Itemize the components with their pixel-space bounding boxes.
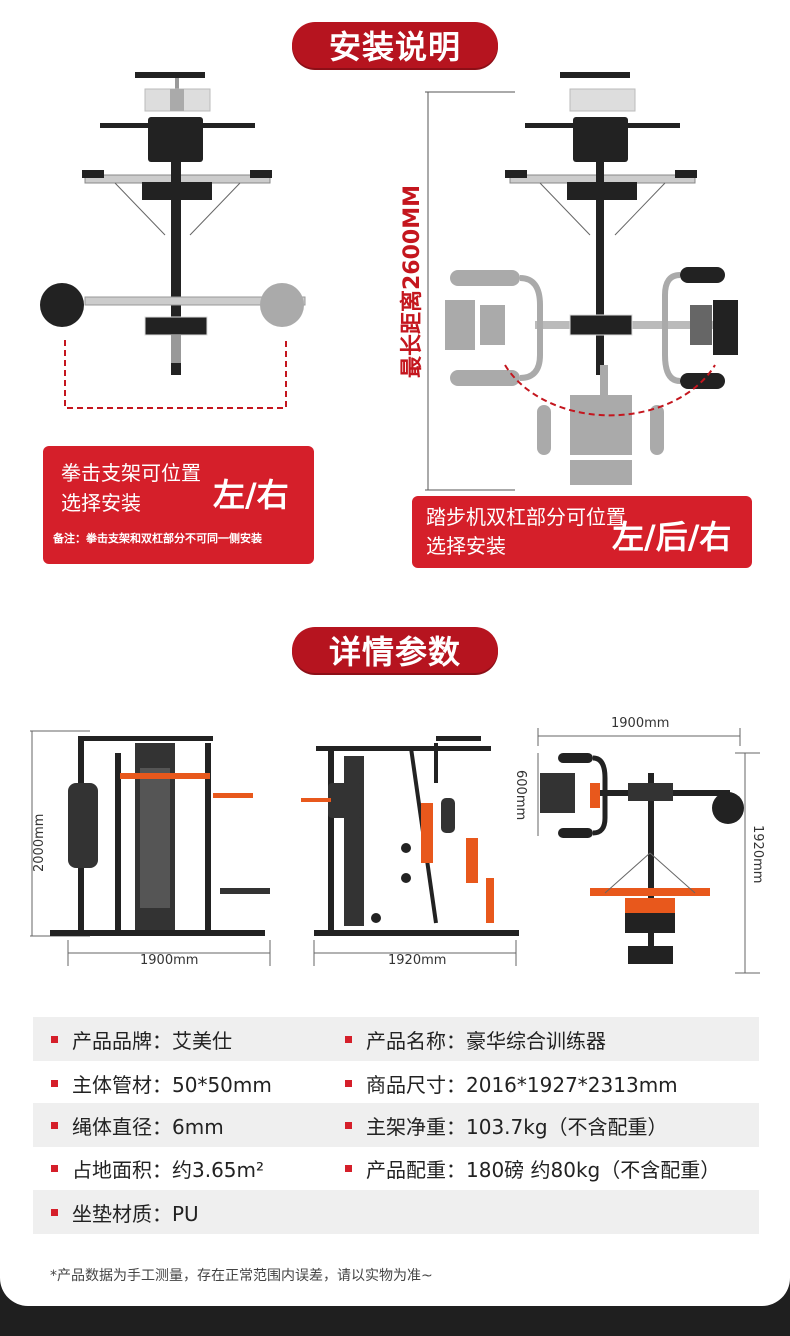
- spec-item: 商品尺寸：2016*1927*2313mm: [345, 1061, 678, 1105]
- spec-row: 占地面积：约3.65m² 产品配重：180磅 约80kg（不含配重）: [33, 1146, 759, 1190]
- details-section-title: 详情参数: [292, 627, 498, 673]
- spec-item: 主体管材：50*50mm: [51, 1061, 272, 1105]
- front-height-dim: 2000mm: [32, 813, 47, 872]
- bullet-icon: [51, 1035, 58, 1043]
- bullet-icon: [51, 1079, 58, 1087]
- spec-row: 主体管材：50*50mm 商品尺寸：2016*1927*2313mm: [33, 1061, 759, 1105]
- side-view-diagram: [301, 736, 519, 966]
- stepper-install-text: 踏步机双杠部分可位置选择安装: [426, 505, 626, 558]
- spec-item: 绳体直径：6mm: [51, 1103, 224, 1147]
- spec-item: 产品品牌：艾美仕: [51, 1017, 232, 1061]
- bullet-icon: [51, 1164, 58, 1172]
- spec-item: 主架净重：103.7kg（不含配重）: [345, 1103, 668, 1147]
- spec-item: 产品配重：180磅 约80kg（不含配重）: [345, 1146, 720, 1190]
- front-width-dim: 1900mm: [140, 953, 199, 968]
- max-distance-label: 最长距离2600MM: [400, 184, 425, 378]
- top-view-diagram-stepper: [425, 72, 738, 491]
- top-view-dimension-diagram: [537, 728, 760, 974]
- spec-item: 占地面积：约3.65m²: [51, 1146, 264, 1190]
- top-width-dim: 1900mm: [611, 716, 670, 731]
- stepper-install-box: 踏步机双杠部分可位置选择安装 左/后/右: [412, 496, 752, 568]
- spec-item: 产品名称：豪华综合训练器: [345, 1017, 606, 1061]
- front-view-diagram: [30, 730, 271, 966]
- bullet-icon: [51, 1121, 58, 1129]
- spec-row: 产品品牌：艾美仕 产品名称：豪华综合训练器: [33, 1017, 759, 1061]
- bullet-icon: [345, 1079, 352, 1087]
- bullet-icon: [345, 1164, 352, 1172]
- footnote: *产品数据为手工测量，存在正常范围内误差，请以实物为准~: [50, 1268, 433, 1284]
- bullet-icon: [345, 1121, 352, 1129]
- bullet-icon: [51, 1208, 58, 1216]
- product-detail-page: 安装说明 拳击支架可位置选择安装 左/右 备注：拳击支架和双杠部分不: [0, 0, 790, 1306]
- punching-stand-install-text: 拳击支架可位置选择安装: [61, 461, 201, 515]
- top-view-diagram-punching-stand: [40, 72, 306, 409]
- spec-row: 坐垫材质：PU: [33, 1190, 759, 1234]
- install-section-title: 安装说明: [292, 22, 498, 68]
- stepper-positions: 左/后/右: [612, 518, 732, 556]
- bullet-icon: [345, 1035, 352, 1043]
- punching-stand-positions: 左/右: [213, 476, 289, 514]
- side-width-dim: 1920mm: [388, 953, 447, 968]
- punching-stand-install-box: 拳击支架可位置选择安装 左/右 备注：拳击支架和双杠部分不可同一侧安装: [43, 446, 314, 564]
- spec-row: 绳体直径：6mm 主架净重：103.7kg（不含配重）: [33, 1103, 759, 1147]
- install-note: 备注：拳击支架和双杠部分不可同一侧安装: [53, 532, 262, 545]
- top-small-dim: 600mm: [513, 770, 528, 821]
- top-depth-dim: 1920mm: [750, 825, 765, 884]
- spec-item: 坐垫材质：PU: [51, 1190, 199, 1234]
